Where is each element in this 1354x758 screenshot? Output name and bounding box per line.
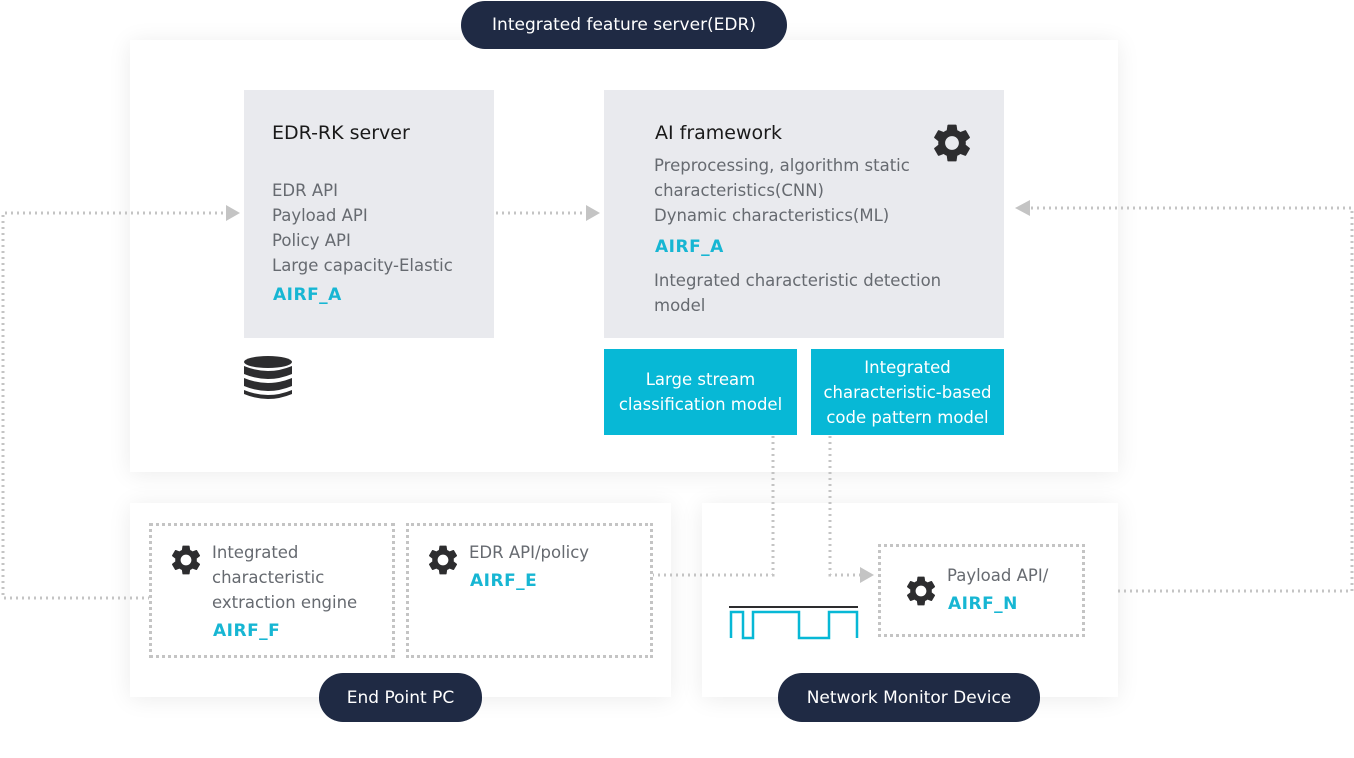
ai-framework-title: AI framework: [655, 122, 782, 144]
detection-line-1: Integrated characteristic detection: [654, 271, 942, 290]
ai-framework-box: AI framework Preprocessing, algorithm st…: [604, 90, 1004, 338]
code-pattern-line-3: code pattern model: [826, 407, 989, 427]
edr-rk-items: EDR API Payload API Policy API Large cap…: [272, 178, 453, 278]
cnn-line: characteristics(CNN): [654, 181, 824, 200]
payload-api-box: Payload API/ AIRF_N: [878, 544, 1085, 637]
code-pattern-model-box: Integrated characteristic-based code pat…: [811, 349, 1004, 435]
network-monitor-label-pill: Network Monitor Device: [778, 673, 1040, 722]
engine-code: AIRF_F: [213, 621, 281, 641]
payload-api-item: Payload API: [272, 206, 368, 225]
edr-rk-server-box: EDR-RK server EDR API Payload API Policy…: [244, 90, 494, 338]
endpoint-pc-label-pill: End Point PC: [319, 673, 482, 722]
detection-model-text: Integrated characteristic detection mode…: [654, 268, 941, 318]
edr-rk-title: EDR-RK server: [272, 122, 410, 144]
large-stream-line-2: classification model: [618, 395, 783, 414]
preprocessing-line: Preprocessing, algorithm static: [654, 156, 910, 175]
edr-api-item: EDR API: [272, 181, 338, 200]
code-pattern-line-2: characteristic-based: [823, 382, 992, 402]
gear-icon: [907, 576, 936, 606]
ml-line: Dynamic characteristics(ML): [654, 206, 890, 225]
policy-api-item: Policy API: [272, 231, 351, 250]
edr-policy-code: AIRF_E: [470, 571, 538, 591]
large-stream-line-1: Large stream: [645, 370, 756, 389]
extraction-engine-text: Integrated characteristic extraction eng…: [212, 540, 357, 615]
server-label-pill: Integrated feature server(EDR): [461, 1, 787, 49]
extraction-engine-box: Integrated characteristic extraction eng…: [149, 523, 395, 658]
payload-api-code: AIRF_N: [948, 594, 1018, 614]
ai-framework-description: Preprocessing, algorithm static characte…: [654, 153, 910, 228]
gear-icon: [429, 545, 458, 575]
payload-api-label: Payload API/: [947, 566, 1049, 585]
large-stream-model-box: Large stream classification model: [604, 349, 797, 435]
engine-line-1: Integrated: [212, 543, 299, 562]
edr-policy-box: EDR API/policy AIRF_E: [406, 523, 653, 658]
database-icon: [244, 356, 292, 399]
code-pattern-line-1: Integrated: [864, 357, 951, 377]
engine-line-2: characteristic: [212, 568, 325, 587]
detection-line-2: model: [654, 296, 706, 315]
gear-icon: [172, 545, 201, 575]
edr-rk-code: AIRF_A: [273, 285, 342, 305]
gear-icon: [934, 124, 970, 162]
edr-policy-label: EDR API/policy: [469, 543, 590, 562]
elastic-item: Large capacity-Elastic: [272, 256, 453, 275]
signal-waveform-icon: [729, 606, 859, 640]
engine-line-3: extraction engine: [212, 593, 358, 612]
ai-framework-code: AIRF_A: [655, 237, 724, 257]
